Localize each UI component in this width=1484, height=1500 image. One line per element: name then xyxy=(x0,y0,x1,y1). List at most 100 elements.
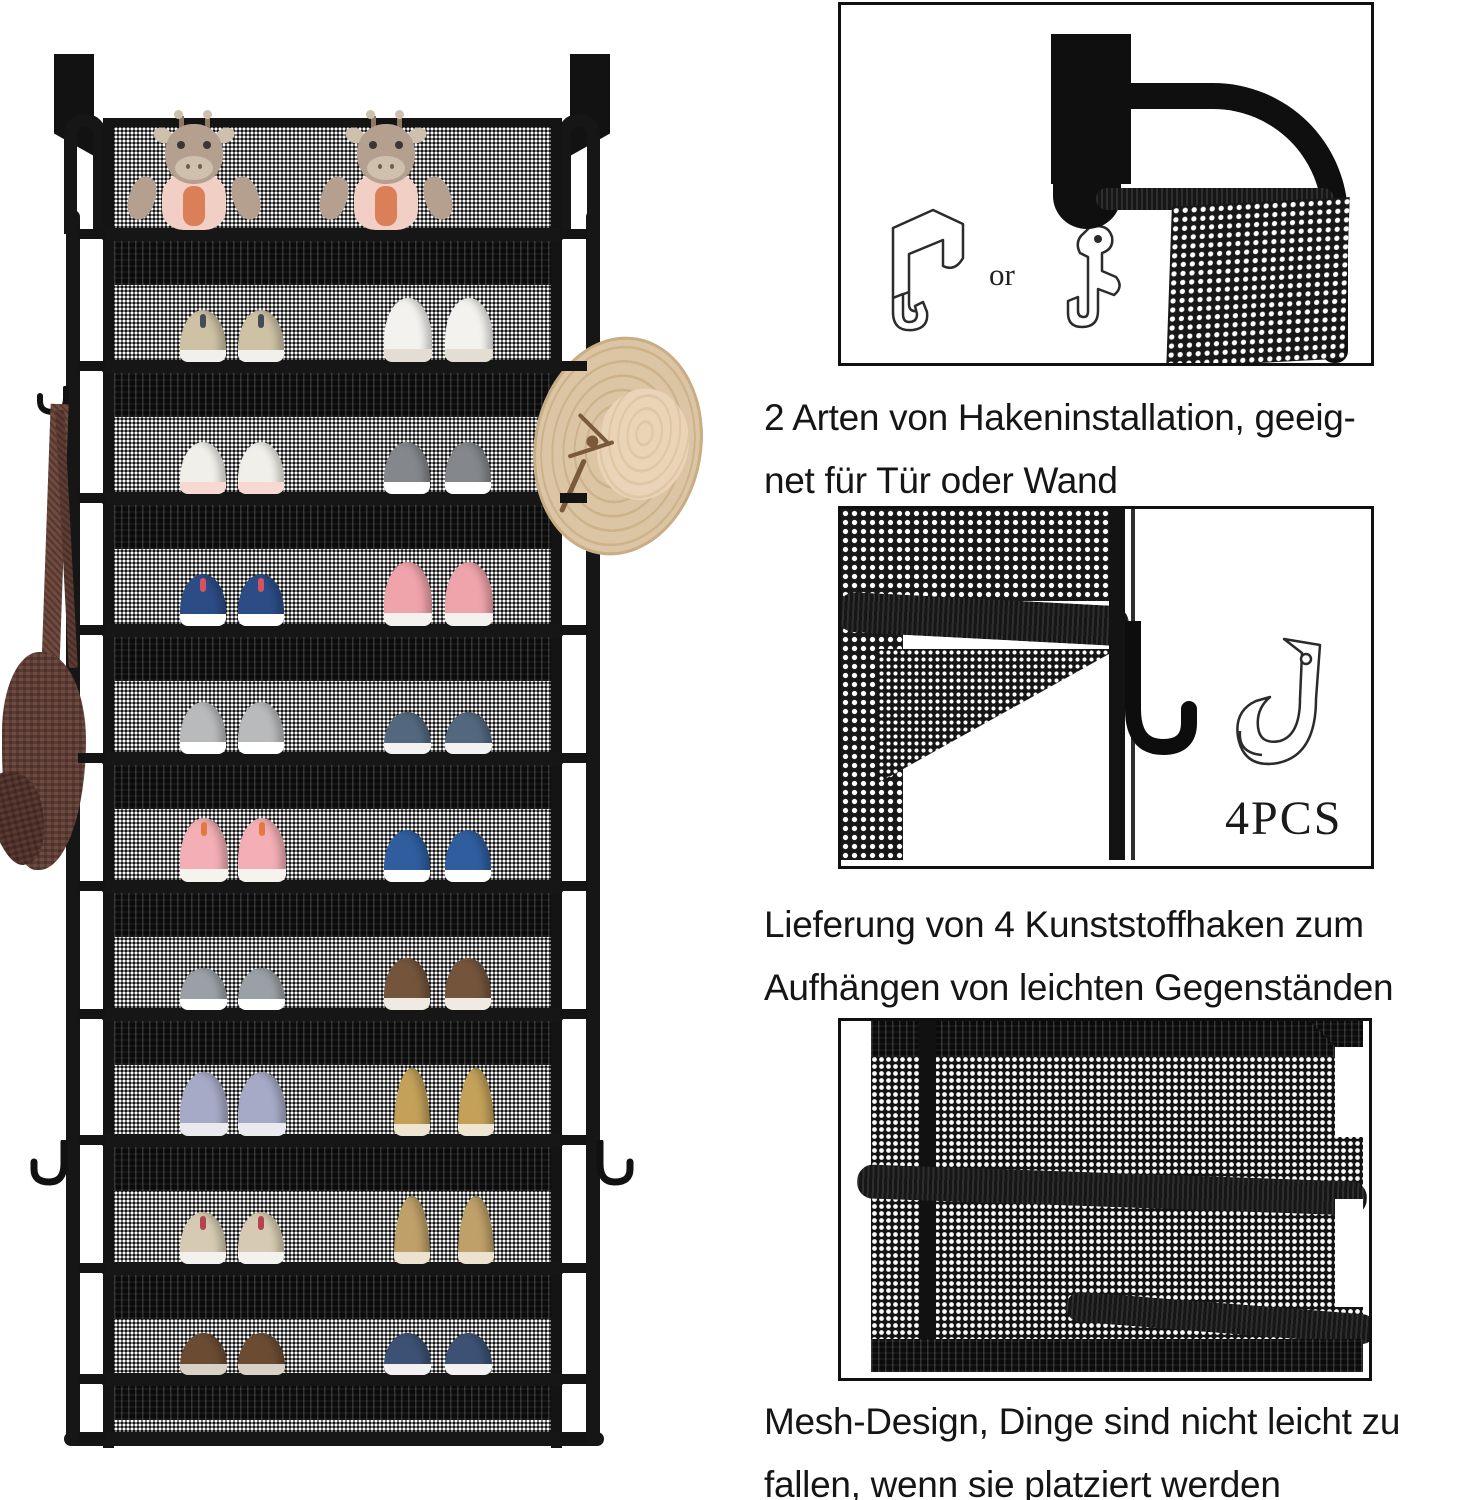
shoe-sole xyxy=(238,1364,285,1375)
white-notch-right-2 xyxy=(1335,1199,1363,1307)
shelf-tube xyxy=(100,880,565,893)
shoe xyxy=(238,1212,284,1264)
giraffe-horn-knob xyxy=(366,110,375,119)
giraffe-eye xyxy=(177,141,185,149)
shoe-sole xyxy=(384,870,430,882)
shoe xyxy=(180,968,227,1010)
shoe xyxy=(180,1333,227,1375)
rail-connector xyxy=(78,493,105,503)
white-notch-right-1 xyxy=(1335,1047,1363,1137)
shoe xyxy=(458,1068,494,1136)
shoe-sole xyxy=(445,482,491,494)
shoe-accent xyxy=(201,822,207,836)
shoe-sole xyxy=(238,350,284,362)
giraffe-horn-knob xyxy=(174,110,183,119)
shoe xyxy=(238,1072,286,1136)
shelf-tube xyxy=(100,1134,565,1147)
shoe-sole xyxy=(445,349,493,362)
shoe-sole xyxy=(238,999,285,1010)
giraffe-horn-knob xyxy=(203,110,212,119)
j-hook-drawing-icon xyxy=(1236,637,1322,766)
basket-band xyxy=(114,893,551,937)
shoe-sole xyxy=(238,482,284,494)
rail-connector xyxy=(78,1263,105,1273)
hanger-loop-left xyxy=(64,114,106,234)
rail-connector xyxy=(560,1009,587,1019)
shoe-sole xyxy=(238,742,284,754)
over-door-hook-drawing-icon xyxy=(891,208,965,332)
shelf-tube xyxy=(100,360,565,373)
shoe xyxy=(384,830,430,882)
straw-hat xyxy=(516,323,720,569)
shoe-sole xyxy=(180,350,226,362)
shoe-sole xyxy=(238,869,286,882)
shoe-accent xyxy=(258,1216,264,1230)
shoe xyxy=(180,442,226,494)
giraffe-outfit-patch xyxy=(183,186,205,226)
shoe xyxy=(238,442,284,494)
rail-connector xyxy=(560,1374,587,1384)
giraffe-horn xyxy=(371,116,376,130)
basket-band xyxy=(114,1386,551,1420)
shoe-sole xyxy=(180,869,228,882)
shoe-sole xyxy=(180,999,227,1010)
rail-connector xyxy=(560,625,587,635)
shoe-sole xyxy=(180,1364,227,1375)
rail-connector xyxy=(78,361,105,371)
giraffe-nostril xyxy=(390,164,394,169)
shoe xyxy=(445,298,493,362)
shoe-sole xyxy=(458,1124,494,1136)
giraffe-horn xyxy=(179,116,184,130)
shoe xyxy=(458,1196,494,1264)
mesh-frame-right xyxy=(551,118,562,1448)
giraffe-muzzle xyxy=(367,156,405,180)
shoe-sole xyxy=(445,998,491,1010)
shoe xyxy=(180,818,228,882)
shoe-sole xyxy=(384,1364,431,1375)
shoe-sole xyxy=(445,743,492,754)
shoe-sole xyxy=(445,613,493,626)
giraffe-eye xyxy=(203,141,211,149)
shoe xyxy=(180,702,226,754)
vertical-pole xyxy=(1109,509,1125,860)
basket-band xyxy=(114,1275,551,1319)
caption-1-line-2: net für Tür oder Wand xyxy=(764,460,1118,501)
mesh-block-top xyxy=(903,509,1111,601)
mesh-gusset-triangle xyxy=(878,649,1118,783)
basket-band xyxy=(114,373,551,417)
basket-band xyxy=(114,765,551,809)
shoe xyxy=(238,1333,285,1375)
side-hook-right-icon xyxy=(596,1140,634,1186)
shoe xyxy=(384,562,432,626)
shoe-sole xyxy=(384,613,432,626)
pcs-label: 4PCS xyxy=(1225,792,1343,845)
giraffe-arm xyxy=(226,173,266,223)
or-label: or xyxy=(989,257,1015,292)
shoe xyxy=(394,1196,430,1264)
shoe xyxy=(445,958,491,1010)
shoe xyxy=(238,968,285,1010)
rail-connector xyxy=(560,1433,587,1443)
shoe-sole xyxy=(394,1252,430,1264)
detail-panel-mesh-design xyxy=(838,1018,1372,1381)
giraffe-arm xyxy=(418,173,458,223)
shoe-sole xyxy=(238,1123,286,1136)
caption-3-line-1: Mesh-Design, Dinge sind nicht leicht zu xyxy=(764,1401,1401,1442)
caption-2-line-1: Lieferung von 4 Kunststoffhaken zum xyxy=(764,904,1364,945)
rail-connector xyxy=(560,753,587,763)
shoe xyxy=(384,298,432,362)
rail-connector xyxy=(78,881,105,891)
black-j-hook-icon xyxy=(1125,621,1197,756)
shoe-sole xyxy=(445,1364,492,1375)
shoe xyxy=(445,712,492,754)
giraffe-arm xyxy=(314,173,354,223)
shelf-tube xyxy=(100,492,565,505)
shoe xyxy=(445,562,493,626)
shoe xyxy=(384,712,431,754)
rail-connector xyxy=(560,229,587,239)
shoe-sole xyxy=(384,998,430,1010)
giraffe-nostril xyxy=(198,164,202,169)
giraffe-plush xyxy=(314,110,458,234)
shelf-tube xyxy=(100,1262,565,1275)
rail-connector xyxy=(560,881,587,891)
